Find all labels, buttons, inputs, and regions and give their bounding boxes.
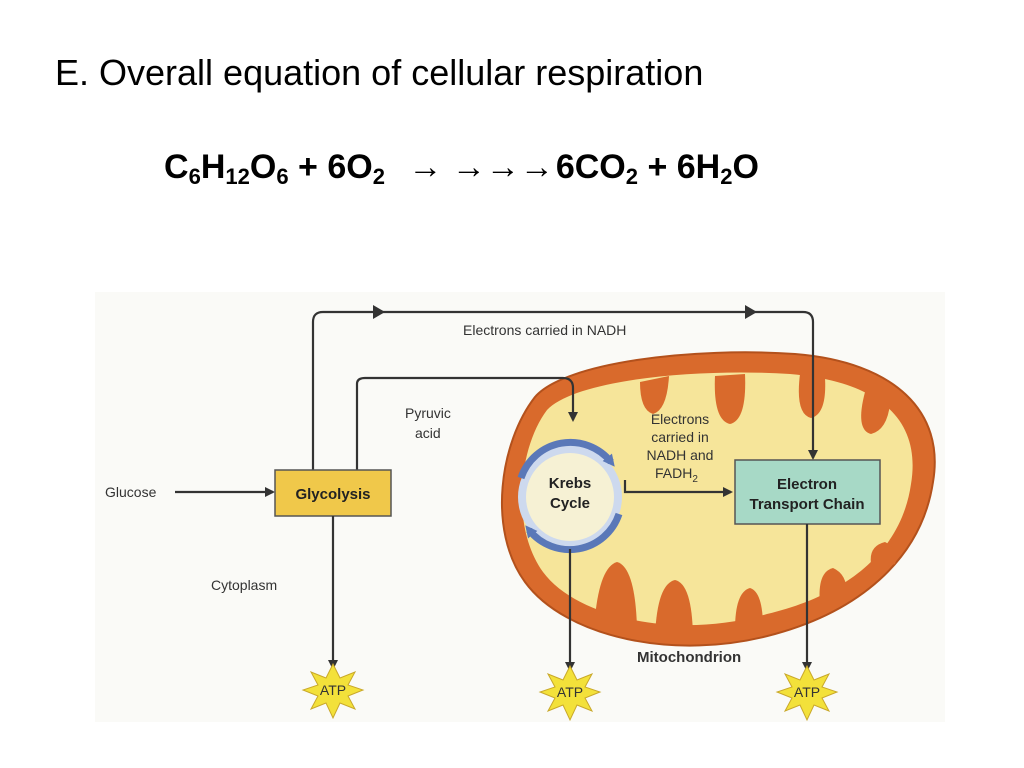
atp-label-etc: ATP xyxy=(794,684,820,700)
glucose-label: Glucose xyxy=(105,484,157,500)
etc-label-2: Transport Chain xyxy=(749,496,864,513)
pyruvic-acid-label-2: acid xyxy=(415,425,441,441)
atp-burst-etc: ATP xyxy=(775,664,839,722)
atp-burst-krebs: ATP xyxy=(538,664,602,722)
electrons-fadh-label-2: carried in xyxy=(651,429,709,445)
krebs-label-1: Krebs xyxy=(549,475,592,492)
nadh-direction-marker-2 xyxy=(745,305,757,319)
cellular-respiration-diagram: Electrons carried in NADH Pyruvic acid G… xyxy=(95,292,945,722)
cytoplasm-label: Cytoplasm xyxy=(211,577,277,593)
pyruvic-acid-arrow xyxy=(355,376,578,472)
nadh-pathway-arrow xyxy=(311,310,818,472)
krebs-label-2: Cycle xyxy=(550,495,590,512)
atp-burst-glycolysis: ATP xyxy=(301,662,365,720)
electrons-fadh-label-3: NADH and xyxy=(647,447,714,463)
glycolysis-box: Glycolysis xyxy=(274,469,392,517)
glucose-formula: C6H12O6 xyxy=(164,148,289,189)
water-term: + 6H2O xyxy=(647,148,759,189)
reaction-arrows: → →→→ xyxy=(408,148,554,186)
krebs-cycle: Krebs Cycle xyxy=(517,438,623,554)
atp-label-krebs: ATP xyxy=(557,684,583,700)
electron-transport-chain-box: Electron Transport Chain xyxy=(734,459,881,525)
electrons-fadh-label-1: Electrons xyxy=(651,411,709,427)
etc-label-1: Electron xyxy=(777,476,837,493)
electrons-fadh-label-4: FADH2 xyxy=(655,465,698,485)
krebs-to-etc-arrow xyxy=(623,480,733,497)
electrons-nadh-label: Electrons carried in NADH xyxy=(463,322,626,338)
krebs-cycle-arrow-bottom xyxy=(525,512,623,554)
nadh-direction-marker-1 xyxy=(373,305,385,319)
krebs-cycle-arrow-top xyxy=(517,438,615,480)
oxygen-term: + 6O2 xyxy=(298,148,385,189)
atp-label-glycolysis: ATP xyxy=(320,682,346,698)
co2-term: 6CO2 xyxy=(555,148,639,189)
slide-title: E. Overall equation of cellular respirat… xyxy=(55,52,704,93)
respiration-equation: C6H12O6 + 6O2 → →→→6CO2 + 6H2O xyxy=(164,148,759,189)
glycolysis-label: Glycolysis xyxy=(295,486,370,503)
mitochondrion-label: Mitochondrion xyxy=(637,649,741,666)
pyruvic-acid-label-1: Pyruvic xyxy=(405,405,451,421)
mitochondrion xyxy=(501,351,936,647)
